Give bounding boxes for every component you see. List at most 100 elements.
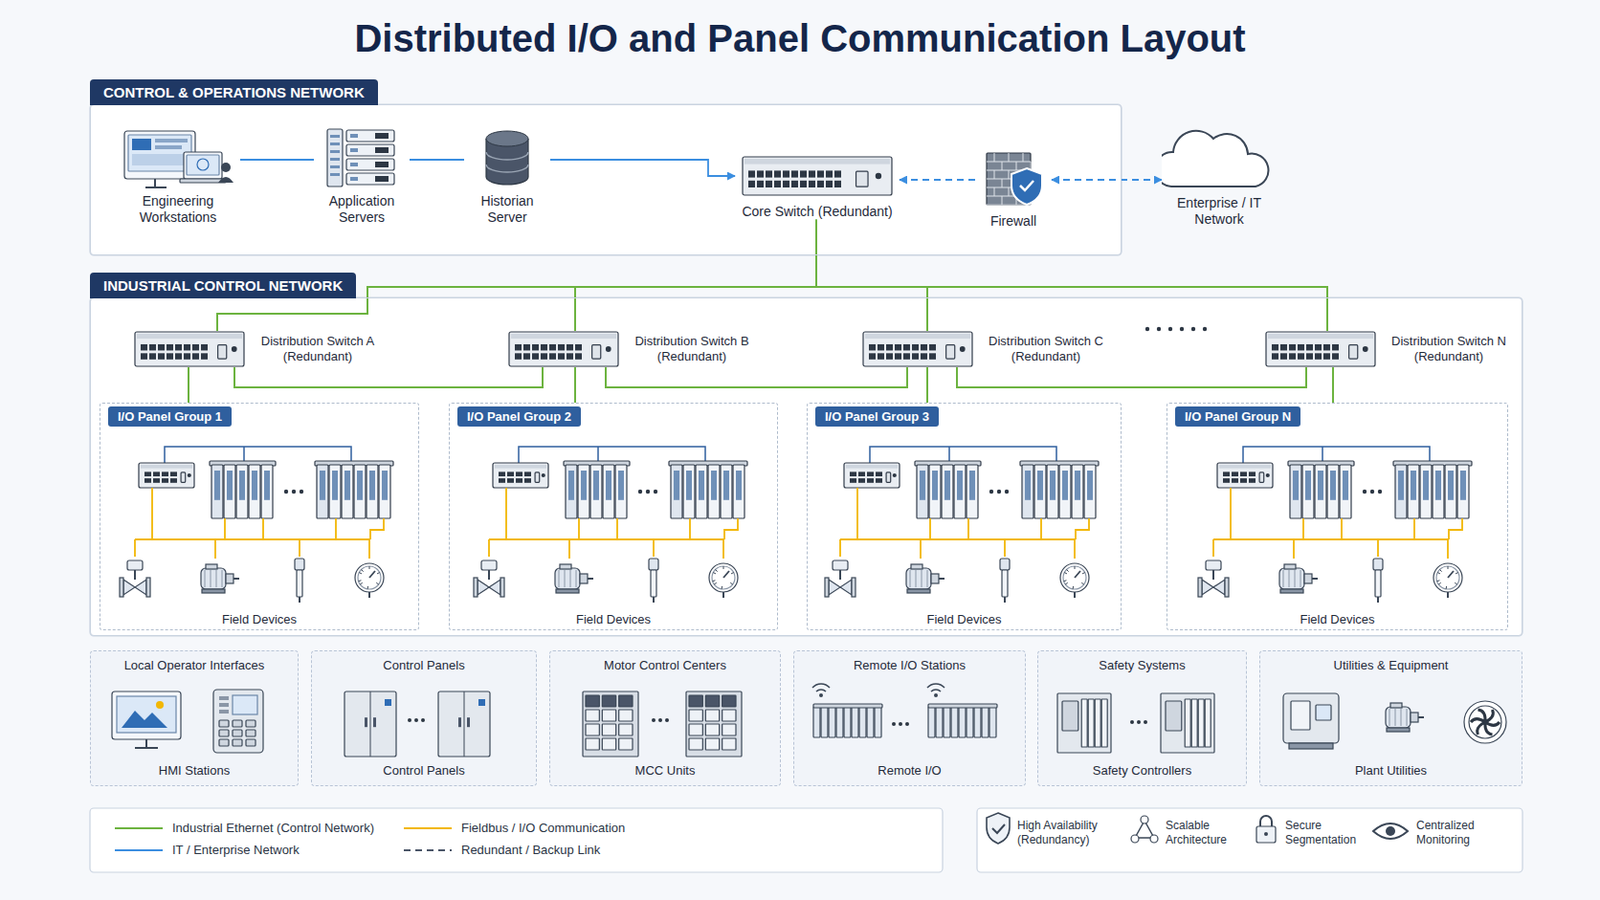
io-module (974, 707, 981, 738)
icon-part (1082, 573, 1086, 575)
icon-part (500, 577, 505, 598)
icon-part (558, 570, 560, 588)
icon-part (705, 738, 719, 751)
fieldbus-line (488, 488, 738, 559)
icon-part (1066, 570, 1069, 573)
io-module (248, 465, 261, 519)
icon-part (478, 699, 486, 707)
port (774, 180, 781, 188)
port (858, 471, 866, 477)
icon-part (994, 153, 996, 162)
port (849, 478, 857, 484)
lock-icon (1256, 826, 1276, 844)
icon-part (1072, 586, 1074, 590)
led (231, 346, 238, 353)
port (765, 180, 773, 188)
switch-icon (1266, 332, 1376, 367)
port (1280, 344, 1288, 351)
icon-part (1131, 835, 1139, 844)
io-module (821, 707, 828, 738)
icon-part (132, 138, 152, 151)
icon-part (938, 577, 945, 580)
icon-part (369, 571, 376, 578)
eye-icon (1373, 823, 1408, 840)
io-module (366, 465, 378, 519)
io-module (813, 707, 821, 738)
io-module (928, 707, 935, 738)
io-module-face (1422, 470, 1429, 501)
io-module-face (673, 470, 680, 501)
icon-part (361, 570, 364, 573)
ellipsis-dot (653, 489, 658, 494)
io-module (1327, 465, 1339, 519)
port (886, 472, 891, 483)
icon-part (1140, 816, 1149, 824)
port (1314, 353, 1322, 359)
node-text: HMI Stations (90, 763, 298, 778)
io-panel-art (449, 403, 779, 632)
group-tab: I/O Panel Group 2 (457, 406, 581, 427)
io-module (935, 707, 943, 738)
icon-part (375, 147, 389, 154)
port (911, 353, 919, 359)
io-panel-art (100, 403, 421, 632)
icon-part (1064, 573, 1067, 575)
icon-part (464, 691, 466, 757)
ethernet-link (816, 220, 928, 332)
icon-part (1001, 570, 1008, 598)
port (540, 353, 548, 359)
io-module-face (381, 470, 388, 501)
icon-part (458, 717, 462, 728)
network-link (409, 158, 465, 161)
valve (127, 560, 143, 571)
port (791, 180, 799, 188)
icon-part (350, 133, 358, 138)
icon-part (688, 710, 703, 722)
io-module (1432, 465, 1445, 519)
port (144, 471, 152, 477)
icon-part (218, 177, 234, 183)
io-module (916, 465, 929, 519)
io-module (683, 465, 695, 519)
ellipsis-dot (1377, 489, 1382, 494)
io-module-face (356, 470, 363, 501)
panel-ground (89, 297, 1523, 637)
node-icon (734, 153, 900, 201)
port (817, 170, 824, 178)
icon-part (928, 704, 998, 709)
ellipsis-dot (658, 718, 663, 723)
icon-part (865, 333, 971, 339)
sw-node: Distribution Switch C (Redundant) (862, 331, 1110, 368)
icon-part (146, 577, 151, 598)
icon-part (219, 703, 229, 708)
icon-part (705, 695, 719, 708)
io-module (1457, 465, 1469, 519)
port (782, 180, 790, 188)
icon-part (1224, 577, 1229, 598)
icon-part (1267, 333, 1374, 339)
icon-part (1073, 592, 1076, 599)
icon-part (1284, 564, 1296, 570)
io-panel-art (1167, 403, 1510, 632)
node-text: Control Panels (311, 763, 536, 778)
port (592, 345, 601, 359)
io-module (943, 707, 951, 738)
io-module-face (319, 470, 326, 501)
icon-part (1390, 703, 1402, 709)
icon-part (911, 564, 923, 570)
box-ground (1037, 650, 1247, 787)
bot-node: Control PanelsControl Panels (311, 650, 537, 787)
icon-part (330, 157, 340, 161)
ellipsis-dot (407, 718, 412, 723)
sw-node: Distribution Switch B (Redundant) (508, 331, 756, 368)
legend-text: Industrial Ethernet (Control Network) (172, 821, 375, 836)
port (175, 344, 182, 351)
node-icon (115, 127, 241, 191)
box-ground (89, 650, 299, 787)
port (507, 478, 514, 484)
icon-part (723, 566, 725, 570)
keypad (213, 689, 264, 754)
port (866, 478, 874, 484)
icon-part (373, 717, 377, 728)
port (1222, 478, 1230, 484)
